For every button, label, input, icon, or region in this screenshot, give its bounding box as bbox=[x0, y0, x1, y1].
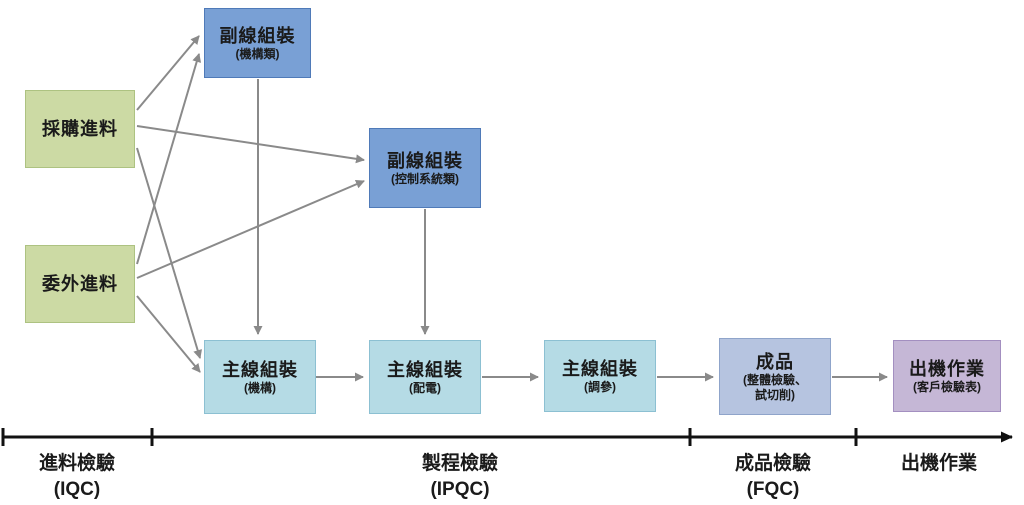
box-subtitle: (控制系統類) bbox=[391, 172, 459, 187]
box-subtitle: (配電) bbox=[409, 381, 441, 396]
box-title: 副線組裝 bbox=[387, 150, 463, 171]
arrow-purchase-to-subline-mechanism bbox=[136, 35, 200, 111]
arrow-outsourced-to-subline-mechanism bbox=[136, 53, 202, 265]
axis-label-line1: 製程檢驗 bbox=[421, 453, 498, 474]
box-outsourced-incoming: 委外進料 bbox=[25, 245, 135, 323]
axis-label-line2: (IPQC) bbox=[430, 478, 490, 500]
arrow-outsourced-to-mainline-mechanism bbox=[136, 295, 201, 373]
box-title: 主線組裝 bbox=[387, 359, 463, 380]
box-subline-mechanism: 副線組裝 (機構類) bbox=[204, 8, 311, 78]
axis-label-line2: (IQC) bbox=[53, 478, 101, 500]
box-title: 成品 bbox=[756, 351, 794, 372]
box-subtitle: (機構) bbox=[244, 381, 276, 396]
axis-label-ipqc: 製程檢驗 (IPQC) bbox=[360, 451, 560, 502]
box-mainline-power: 主線組裝 (配電) bbox=[369, 340, 481, 414]
arrow-purchase-to-mainline-mechanism bbox=[136, 147, 203, 359]
axis-label-line2: (FQC) bbox=[746, 478, 800, 500]
box-mainline-tuning: 主線組裝 (調參) bbox=[544, 340, 656, 412]
box-finished-product: 成品 (整體檢驗、 試切削) bbox=[719, 338, 831, 415]
box-purchase-incoming: 採購進料 bbox=[25, 90, 135, 168]
axis-label-line1: 成品檢驗 bbox=[734, 453, 811, 474]
box-title: 出機作業 bbox=[909, 358, 985, 379]
arrow-outsourced-to-subline-control bbox=[136, 180, 365, 279]
box-title: 委外進料 bbox=[42, 273, 118, 294]
box-mainline-mechanism: 主線組裝 (機構) bbox=[204, 340, 316, 414]
axis-label-iqc: 進料檢驗 (IQC) bbox=[0, 451, 154, 502]
axis-label-line1: 出機作業 bbox=[900, 453, 977, 474]
box-subtitle: (整體檢驗、 bbox=[743, 373, 807, 388]
box-subtitle: (機構類) bbox=[235, 47, 280, 62]
axis-label-fqc: 成品檢驗 (FQC) bbox=[693, 451, 853, 502]
box-subtitle: (調參) bbox=[584, 380, 616, 395]
box-title: 主線組裝 bbox=[222, 359, 298, 380]
box-title: 採購進料 bbox=[42, 118, 118, 139]
box-subline-control: 副線組裝 (控制系統類) bbox=[369, 128, 481, 208]
box-shipping: 出機作業 (客戶檢驗表) bbox=[893, 340, 1001, 412]
axis-label-line1: 進料檢驗 bbox=[38, 453, 115, 474]
box-subtitle: (客戶檢驗表) bbox=[913, 380, 981, 395]
box-title: 主線組裝 bbox=[562, 358, 638, 379]
box-subtitle: 試切削) bbox=[755, 387, 795, 402]
axis-label-shipping: 出機作業 bbox=[859, 451, 1019, 477]
box-title: 副線組裝 bbox=[219, 25, 296, 46]
arrow-purchase-to-subline-control bbox=[136, 125, 365, 164]
